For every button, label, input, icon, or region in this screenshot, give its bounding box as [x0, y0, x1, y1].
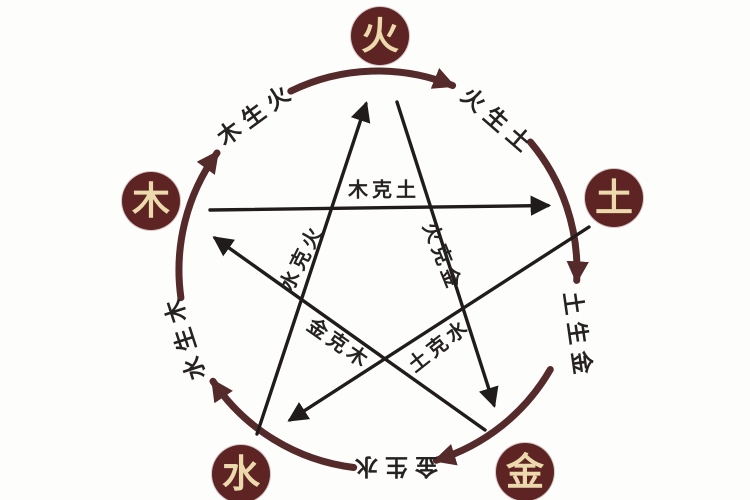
- node-metal-label: 金: [505, 449, 544, 494]
- generating-arc-metal-to-water: [209, 377, 358, 471]
- overcoming-arrow-wood-to-earth: [208, 195, 552, 216]
- generating-arc-water-to-wood: [175, 149, 221, 302]
- node-metal: 金: [496, 443, 554, 500]
- node-water: 水: [212, 445, 270, 500]
- label-wood-overcomes-earth: 木克土: [348, 177, 420, 202]
- overcoming-arrow-fire-to-metal: [395, 100, 499, 408]
- node-fire: 火: [351, 7, 409, 65]
- node-wood: 木: [122, 172, 180, 230]
- node-earth-label: 土: [594, 175, 633, 220]
- node-wood-label: 木: [131, 178, 170, 223]
- node-water-label: 水: [221, 451, 260, 496]
- overcoming-arrow-metal-to-wood: [212, 236, 487, 432]
- node-fire-label: 火: [360, 13, 399, 58]
- generating-arc-wood-to-fire: [287, 67, 457, 95]
- node-earth: 土: [585, 169, 643, 227]
- generating-arc-fire-to-earth: [526, 138, 589, 284]
- generating-arc-earth-to-metal: [432, 366, 554, 466]
- label-metal-generates-water: 金生水: [348, 453, 438, 479]
- overcoming-arrow-earth-to-water: [287, 225, 591, 422]
- overcoming-arrow-water-to-fire: [255, 101, 371, 436]
